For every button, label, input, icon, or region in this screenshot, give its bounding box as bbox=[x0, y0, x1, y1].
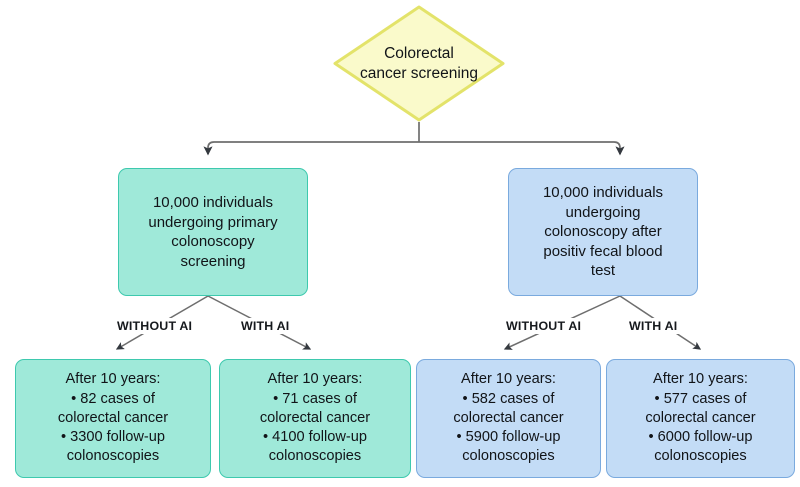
node-label-primary-without-ai: After 10 years: • 82 cases of colorectal… bbox=[57, 371, 169, 465]
edge-label-primary-with-ai: WITH AI bbox=[238, 318, 293, 334]
node-fit-without-ai-outcome[interactable]: After 10 years: • 582 cases of colorecta… bbox=[416, 359, 601, 478]
node-fit-with-ai-outcome[interactable]: After 10 years: • 577 cases of colorecta… bbox=[606, 359, 795, 478]
node-primary-colonoscopy[interactable]: 10,000 individuals undergoing primary co… bbox=[118, 168, 308, 296]
node-label-primary-colonoscopy: 10,000 individuals undergoing primary co… bbox=[148, 194, 278, 270]
edge-label-primary-without-ai: WITHOUT AI bbox=[114, 318, 196, 334]
node-primary-with-ai-outcome[interactable]: After 10 years: • 71 cases of colorectal… bbox=[219, 359, 411, 478]
node-colorectal-cancer-screening[interactable]: Colorectal cancer screening bbox=[332, 4, 506, 123]
node-fit-positive-colonoscopy[interactable]: 10,000 individuals undergoing colonoscop… bbox=[508, 168, 698, 296]
node-label-fit-without-ai: After 10 years: • 582 cases of colorecta… bbox=[453, 371, 564, 465]
node-label-primary-with-ai: After 10 years: • 71 cases of colorectal… bbox=[259, 371, 371, 465]
edge-root-split bbox=[203, 122, 625, 156]
node-label-fit-with-ai: After 10 years: • 577 cases of colorecta… bbox=[645, 371, 756, 465]
edge-label-fit-with-ai: WITH AI bbox=[626, 318, 681, 334]
node-primary-without-ai-outcome[interactable]: After 10 years: • 82 cases of colorectal… bbox=[15, 359, 211, 478]
node-label-fit-positive-colonoscopy: 10,000 individuals undergoing colonoscop… bbox=[542, 184, 664, 280]
diamond-shape-icon bbox=[333, 5, 505, 122]
edge-label-fit-without-ai: WITHOUT AI bbox=[503, 318, 585, 334]
node-label-root: Colorectal cancer screening bbox=[359, 44, 479, 82]
